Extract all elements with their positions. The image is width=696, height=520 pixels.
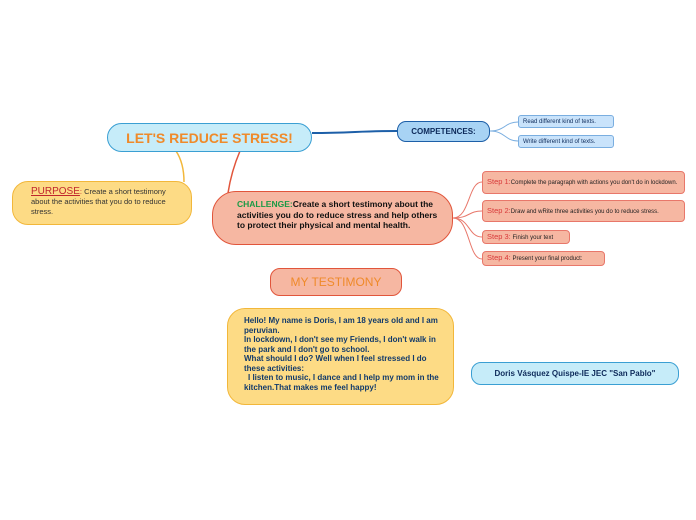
testimony-line: I listen to music, I dance and I help my… [244, 373, 439, 392]
step-content: Step 2:Draw and wRite three activities y… [487, 205, 680, 216]
step-label: Step 4: [487, 253, 511, 262]
step-text: Draw and wRite three activities you do t… [510, 208, 659, 215]
step-text: Complete the paragraph with actions you … [510, 180, 678, 186]
testimony-line: Hello! My name is Doris, I am 18 years o… [244, 316, 438, 335]
competences-label: COMPETENCES: [411, 127, 476, 136]
purpose-node[interactable]: PURPOSE: Create a short testimony about … [12, 181, 192, 225]
competences-node[interactable]: COMPETENCES: [397, 121, 490, 142]
testimony-node[interactable]: Hello! My name is Doris, I am 18 years o… [227, 308, 454, 405]
step-1-node[interactable]: Step 1:Complete the paragraph with actio… [482, 171, 685, 194]
step-4-node[interactable]: Step 4: Present your final product: [482, 251, 605, 266]
step-content: Step 4: Present your final product: [487, 254, 600, 263]
purpose-colon: : [79, 187, 82, 196]
challenge-node[interactable]: CHALLENGE:Create a short testimony about… [212, 191, 453, 245]
competence-item[interactable]: Read different kind of texts. [518, 115, 614, 128]
step-text: Present your final product: [510, 256, 583, 262]
step-content: Step 1:Complete the paragraph with actio… [487, 178, 680, 187]
testimony-title-node[interactable]: MY TESTIMONY [270, 268, 402, 296]
testimony-line: What should I do? Well when I feel stres… [244, 354, 427, 373]
author-node[interactable]: Doris Vásquez Quispe-IE JEC "San Pablo" [471, 362, 679, 385]
challenge-label: CHALLENGE: [237, 199, 293, 209]
main-topic[interactable]: LET'S REDUCE STRESS! [107, 123, 312, 152]
author-label: Doris Vásquez Quispe-IE JEC "San Pablo" [494, 369, 656, 378]
step-label: Step 1: [487, 177, 511, 186]
main-topic-label: LET'S REDUCE STRESS! [126, 129, 293, 146]
challenge-text: Create a short testimony about the activ… [237, 199, 438, 230]
step-content: Step 3: Finish your text [487, 231, 565, 242]
step-text: Finish your text [510, 234, 554, 241]
step-3-node[interactable]: Step 3: Finish your text [482, 230, 570, 244]
purpose-text: Create a short testimony about the activ… [31, 187, 166, 216]
testimony-title: MY TESTIMONY [290, 275, 382, 289]
step-label: Step 3: [487, 231, 511, 241]
testimony-line: In lockdown, I don't see my Friends, I d… [244, 335, 436, 354]
competence-item[interactable]: Write different kind of texts. [518, 135, 614, 148]
step-label: Step 2: [487, 205, 511, 215]
purpose-label: PURPOSE [31, 186, 80, 197]
step-2-node[interactable]: Step 2:Draw and wRite three activities y… [482, 200, 685, 222]
competence-item-text: Read different kind of texts. [523, 118, 596, 125]
competence-item-text: Write different kind of texts. [523, 138, 596, 145]
